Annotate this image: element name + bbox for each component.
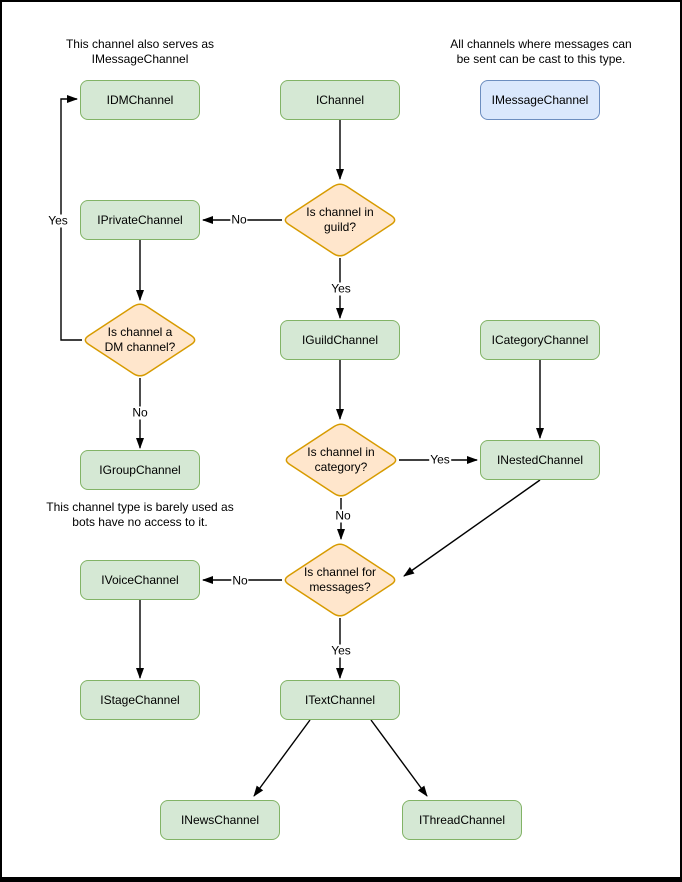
decision-line: DM channel? bbox=[104, 340, 176, 354]
node-icategorychannel: ICategoryChannel bbox=[480, 320, 600, 360]
node-iguildchannel: IGuildChannel bbox=[280, 320, 400, 360]
decision-dm-label: Is channel a DM channel? bbox=[84, 325, 196, 355]
node-idmchannel: IDMChannel bbox=[80, 80, 200, 120]
edge-itextchannel-to-ithreadchannel bbox=[370, 719, 428, 797]
edge-label-category-yes: Yes bbox=[429, 452, 451, 467]
node-igroupchannel: IGroupChannel bbox=[80, 450, 200, 490]
decision-line: category? bbox=[314, 460, 368, 474]
note-line: be sent can be cast to this type. bbox=[456, 51, 626, 66]
note-line: bots have no access to it. bbox=[72, 514, 208, 529]
edge-label-messages-no: No bbox=[231, 573, 249, 588]
decision-line: Is channel for bbox=[303, 565, 377, 579]
note-line: This channel type is barely used as bbox=[46, 500, 234, 514]
node-istagechannel: IStageChannel bbox=[80, 680, 200, 720]
node-inewschannel: INewsChannel bbox=[160, 800, 280, 840]
decision-line: Is channel in bbox=[307, 445, 375, 459]
decision-guild-label: Is channel in guild? bbox=[284, 205, 396, 235]
note-message-channel: All channels where messages can be sent … bbox=[450, 37, 631, 66]
note-dm-channel: This channel also serves as IMessageChan… bbox=[66, 37, 214, 66]
decision-line: Is channel a bbox=[107, 325, 173, 339]
node-iprivatechannel: IPrivateChannel bbox=[80, 200, 200, 240]
decision-line: Is channel in bbox=[306, 205, 374, 219]
edge-label-guild-no: No bbox=[230, 212, 248, 227]
note-line: This channel also serves as bbox=[65, 37, 215, 51]
edge-label-category-no: No bbox=[334, 508, 352, 523]
node-itextchannel: ITextChannel bbox=[280, 680, 400, 720]
note-line: All channels where messages can bbox=[450, 37, 632, 51]
node-ichannel: IChannel bbox=[280, 80, 400, 120]
decision-category-label: Is channel in category? bbox=[285, 445, 397, 475]
edge-label-dm-no: No bbox=[131, 405, 149, 420]
decision-line: messages? bbox=[309, 580, 371, 594]
edge-label-guild-yes: Yes bbox=[330, 281, 352, 296]
note-line: IMessageChannel bbox=[91, 51, 189, 66]
decision-messages-label: Is channel for messages? bbox=[284, 565, 396, 595]
node-imessagechannel: IMessageChannel bbox=[480, 80, 600, 120]
note-group-channel: This channel type is barely used as bots… bbox=[46, 500, 233, 529]
node-inestedchannel: INestedChannel bbox=[480, 440, 600, 480]
decision-line: guild? bbox=[323, 220, 357, 234]
edge-label-messages-yes: Yes bbox=[330, 643, 352, 658]
node-ivoicechannel: IVoiceChannel bbox=[80, 560, 200, 600]
edge-label-dm-yes: Yes bbox=[47, 213, 69, 228]
node-ithreadchannel: IThreadChannel bbox=[402, 800, 522, 840]
edge-inestedchannel-to-messages bbox=[403, 479, 541, 577]
edge-itextchannel-to-inewschannel bbox=[253, 719, 311, 797]
